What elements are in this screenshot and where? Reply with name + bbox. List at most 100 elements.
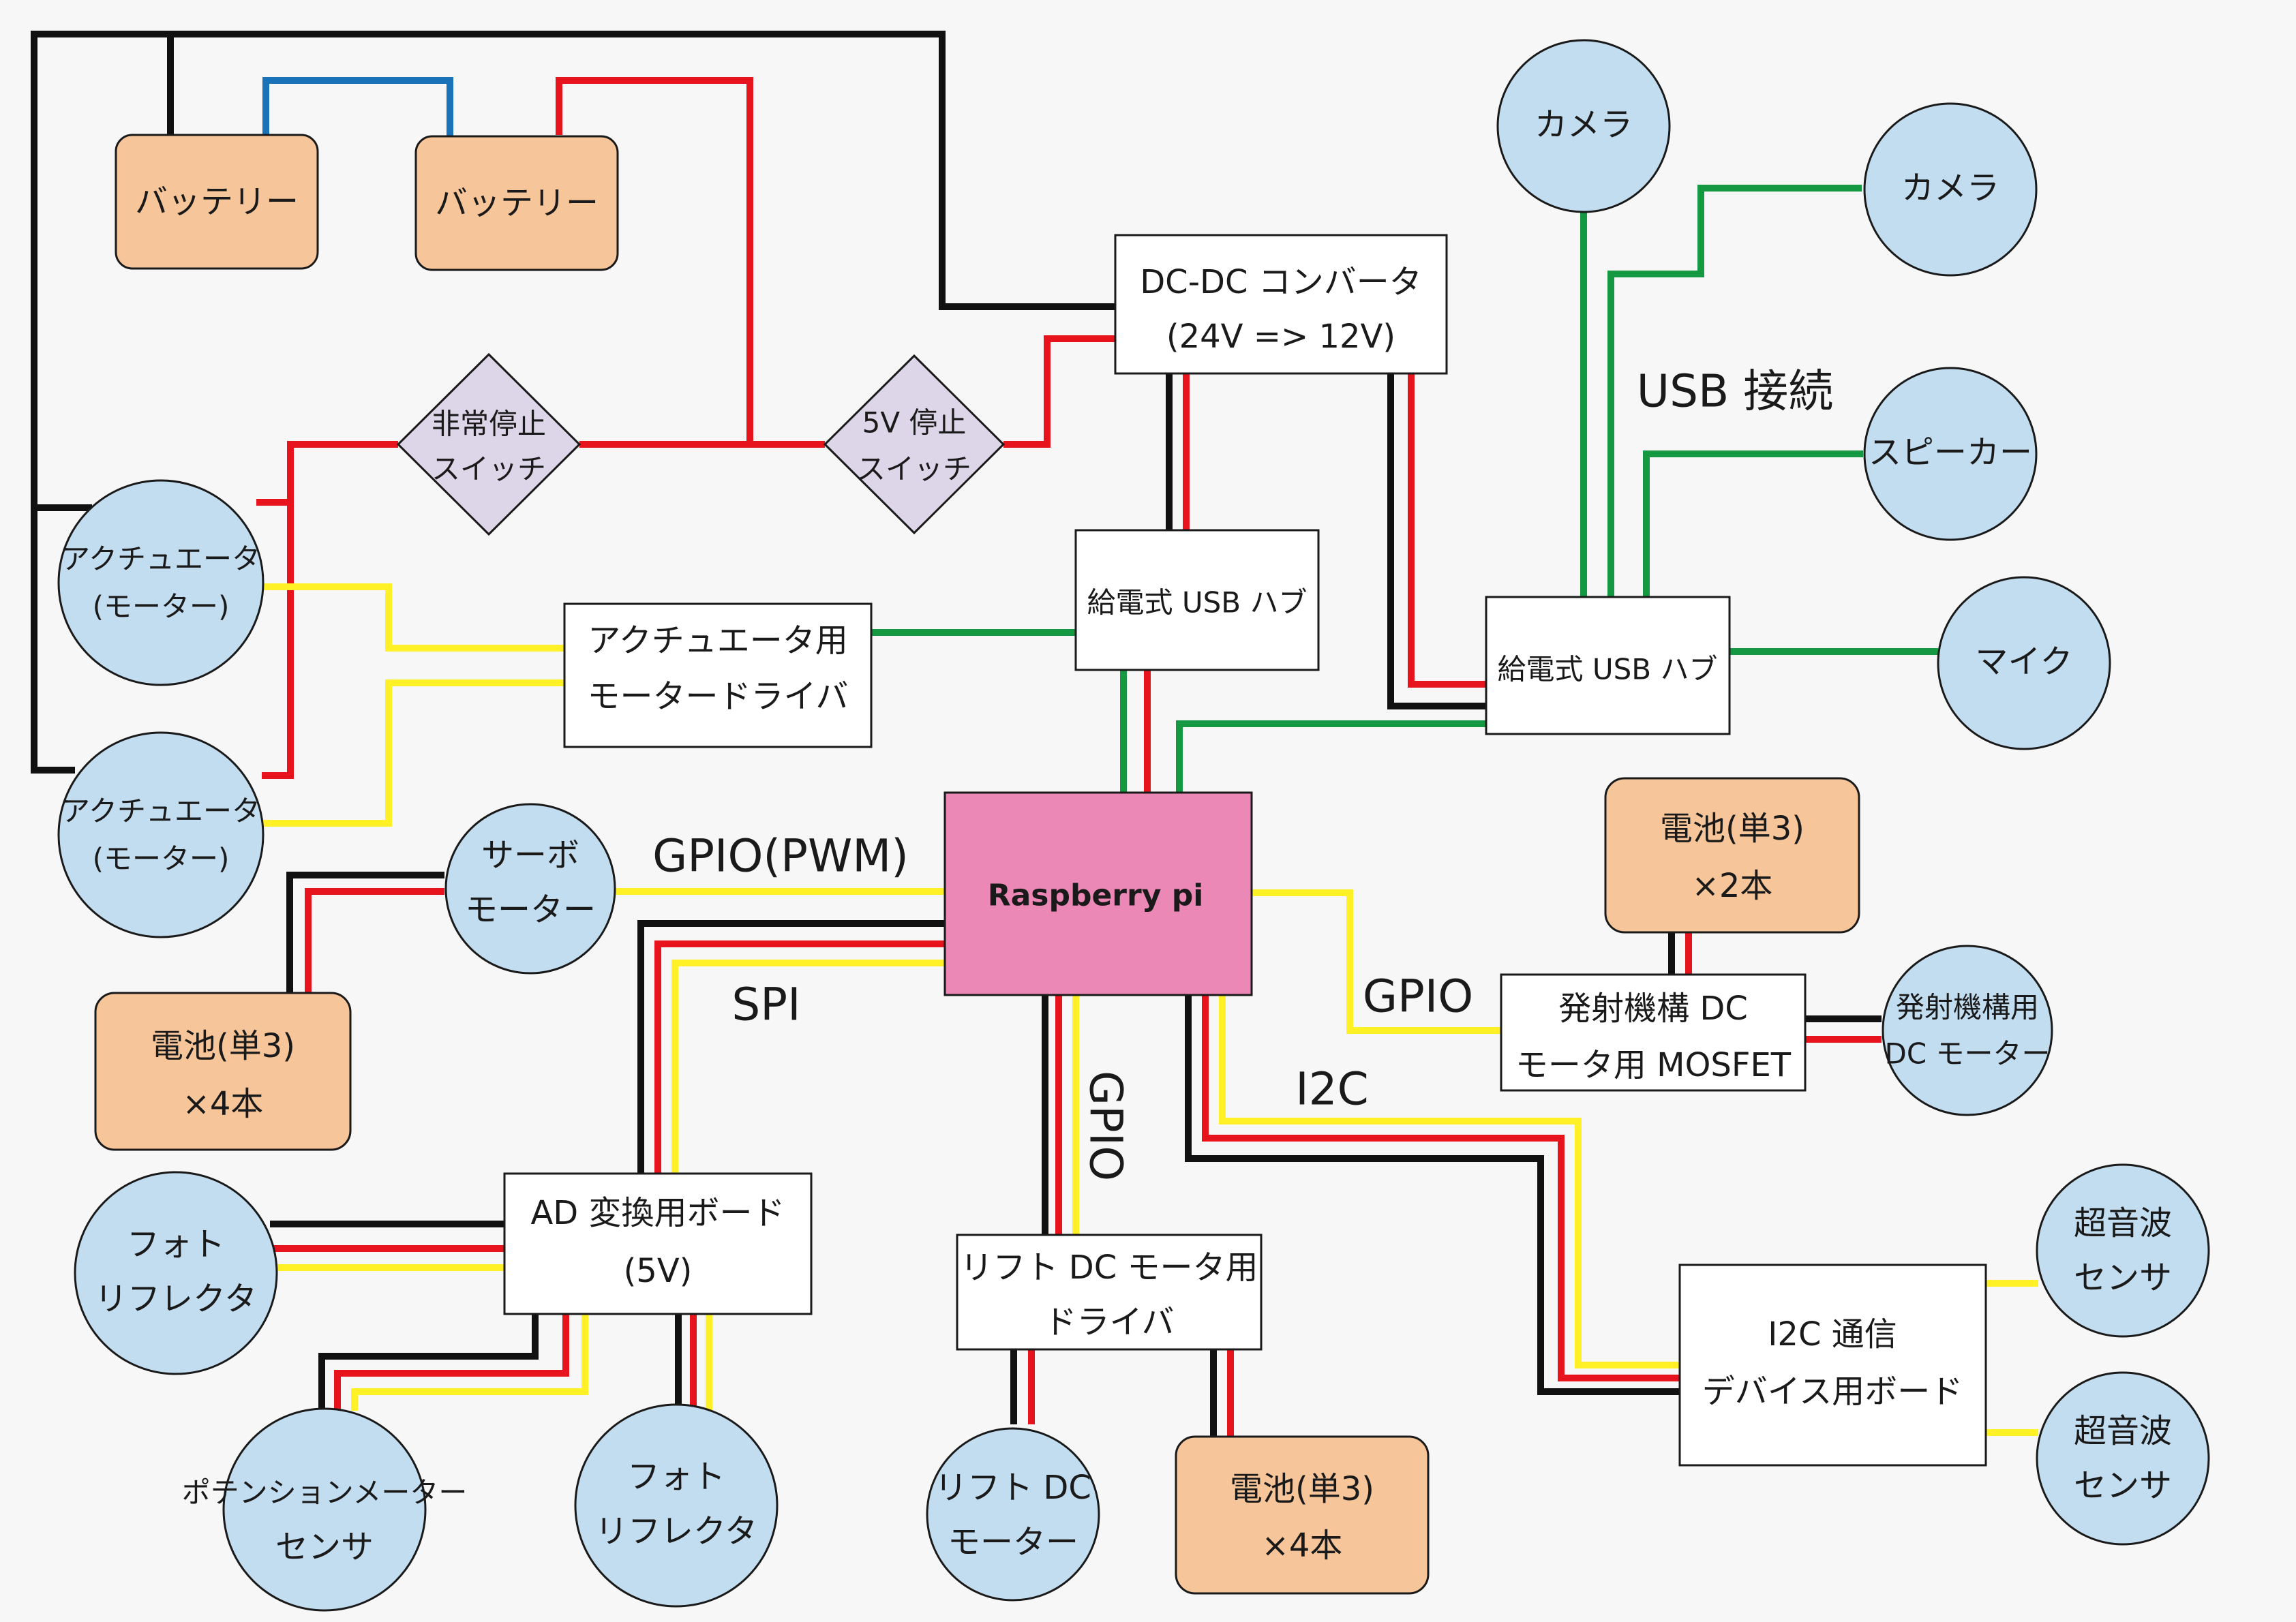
speaker-label: スピーカー — [1869, 433, 2032, 472]
i2c-label: I2C — [1295, 1063, 1369, 1116]
gpio-pwm-label: GPIO(PWM) — [652, 830, 909, 883]
actuator-2-line2: (モーター) — [93, 842, 230, 876]
photo-reflector-1-line2: リフレクタ — [95, 1280, 257, 1318]
dcdc-converter: DC-DC コンバータ (24V => 12V) — [1114, 234, 1448, 375]
dcdc-line1: DC-DC コンバータ — [1140, 263, 1422, 301]
potentiometer-line2: センサ — [275, 1528, 374, 1566]
camera-2-label: カメラ — [1901, 169, 1999, 207]
speaker-usb-wire — [1643, 450, 1863, 597]
lift-motor-driver: リフト DC モータ用 ドライバ — [956, 1234, 1263, 1351]
5v-switch-line1: 5V 停止 — [862, 406, 967, 440]
lift-battery-line1: 電池(単3) — [1230, 1470, 1374, 1508]
ultrasonic-sensor-2: 超音波 センサ — [2036, 1371, 2210, 1546]
pot-black-wire — [318, 1314, 539, 1418]
battery-positive-wire — [556, 77, 753, 444]
spi-label: SPI — [731, 979, 800, 1031]
servo-line1: サーボ — [481, 836, 579, 874]
ultrasonic-sensor-1: 超音波 センサ — [2036, 1163, 2210, 1338]
actuator-motor-driver: アクチュエータ用 モータードライバ — [563, 602, 873, 748]
battery-2: バッテリー — [414, 135, 619, 271]
photo-reflector-2-line2: リフレクタ — [595, 1512, 757, 1550]
launch-motor-line1: 発射機構用 — [1896, 991, 2039, 1024]
lift-motor-line2: モーター — [948, 1523, 1078, 1561]
emergency-switch-line1: 非常停止 — [432, 408, 546, 441]
photo-reflector-1: フォト リフレクタ — [74, 1171, 278, 1375]
photo-reflector-2-line1: フォト — [627, 1458, 725, 1496]
wires — [31, 31, 2038, 1437]
camera-1: カメラ — [1496, 39, 1671, 213]
potentiometer-line1: ポテンションメーター — [182, 1476, 468, 1510]
spi-red-wire — [654, 940, 945, 1174]
ultrasonic-2-line1: 超音波 — [2074, 1412, 2172, 1450]
i2c-device-board: I2C 通信 デバイス用ボード — [1678, 1264, 1987, 1467]
actuator-1-line1: アクチュエータ — [61, 542, 260, 576]
ultrasonic-2-line2: センサ — [2074, 1467, 2172, 1505]
servo-black-wire — [286, 872, 444, 993]
launch-battery-line1: 電池(単3) — [1660, 810, 1804, 848]
actuator1-signal-wire — [263, 583, 564, 652]
mosfet-signal-wire — [1252, 889, 1501, 1034]
lift-battery: 電池(単3) ×4本 — [1175, 1435, 1430, 1595]
ad-board-line1: AD 変換用ボード — [530, 1194, 785, 1232]
potentiometer-sensor: ポテンションメーター センサ — [182, 1407, 468, 1612]
actuator2-signal-wire — [263, 679, 564, 827]
launch-motor-line2: DC モーター — [1884, 1037, 2050, 1071]
camera-2: カメラ — [1863, 102, 2038, 277]
camera-1-label: カメラ — [1535, 106, 1633, 144]
i2c-board-line2: デバイス用ボード — [1702, 1373, 1963, 1411]
ad-converter-board: AD 変換用ボード (5V) — [503, 1172, 813, 1315]
actuator-1-line2: (モーター) — [93, 590, 230, 624]
launch-dc-motor: 発射機構用 DC モーター — [1882, 945, 2053, 1116]
spi-yellow-wire — [671, 960, 945, 1174]
ultrasonic-1-line1: 超音波 — [2074, 1204, 2172, 1242]
dcdc-line2: (24V => 12V) — [1166, 318, 1395, 356]
servo-red-wire — [305, 888, 444, 993]
dcdc-hub2-red — [1408, 373, 1486, 688]
emergency-switch-line2: スイッチ — [432, 453, 546, 486]
pot-red-wire — [334, 1314, 569, 1414]
battery-1: バッテリー — [115, 134, 319, 270]
actuator-2: アクチュエータ (モーター) — [57, 731, 265, 938]
servo-battery-line1: 電池(単3) — [151, 1027, 295, 1065]
ad-board-line2: (5V) — [624, 1252, 693, 1290]
mosfet-line2: モータ用 MOSFET — [1515, 1046, 1792, 1084]
raspberry-pi-label: Raspberry pi — [988, 878, 1204, 913]
mosfet-line1: 発射機構 DC — [1558, 990, 1748, 1028]
usb-connection-label: USB 接続 — [1637, 365, 1833, 418]
spi-black-wire — [637, 920, 945, 1174]
usb-hub-2: 給電式 USB ハブ — [1485, 596, 1731, 735]
emergency-stop-switch[interactable]: 非常停止 スイッチ — [396, 352, 581, 536]
i2c-yellow-wire — [1219, 995, 1680, 1368]
5v-stop-switch[interactable]: 5V 停止 スイッチ — [823, 354, 1006, 535]
photo-reflector-2: フォト リフレクタ — [574, 1403, 779, 1608]
launch-battery: 電池(単3) ×2本 — [1604, 777, 1860, 934]
microphone: マイク — [1937, 576, 2111, 750]
speaker: スピーカー — [1863, 367, 2038, 541]
servo-battery-line2: ×4本 — [183, 1085, 264, 1123]
actuator-1: アクチュエータ (モーター) — [57, 479, 265, 686]
lift-motor-line1: リフト DC — [935, 1469, 1091, 1507]
actuator-driver-line2: モータードライバ — [587, 677, 848, 716]
lift-driver-line2: ドライバ — [1044, 1303, 1174, 1341]
i2c-red-wire — [1202, 995, 1680, 1381]
hub2-pi-green — [1176, 720, 1486, 793]
lift-battery-line2: ×4本 — [1262, 1527, 1343, 1565]
battery-1-label: バッテリー — [135, 183, 299, 221]
photo-reflector-1-line1: フォト — [127, 1225, 225, 1264]
5v-switch-line2: スイッチ — [857, 453, 971, 486]
usb-hub-2-label: 給電式 USB ハブ — [1498, 653, 1718, 686]
usb-hub-1-label: 給電式 USB ハブ — [1087, 586, 1308, 619]
actuator-2-line1: アクチュエータ — [61, 795, 260, 828]
launch-mosfet: 発射機構 DC モータ用 MOSFET — [1500, 973, 1807, 1092]
ultrasonic-1-line2: センサ — [2074, 1259, 2172, 1297]
battery-2-label: バッテリー — [435, 184, 599, 222]
raspberry-pi: Raspberry pi — [943, 791, 1253, 996]
switch-to-dcdc-wire — [1003, 335, 1115, 448]
servo-battery: 電池(単3) ×4本 — [94, 992, 352, 1151]
i2c-board-line1: I2C 通信 — [1768, 1315, 1897, 1353]
i2c-black-wire — [1185, 995, 1680, 1395]
pot-yellow-wire — [351, 1314, 588, 1411]
emergency-to-actuators-wire — [262, 441, 398, 779]
battery-link-wire — [262, 77, 453, 136]
